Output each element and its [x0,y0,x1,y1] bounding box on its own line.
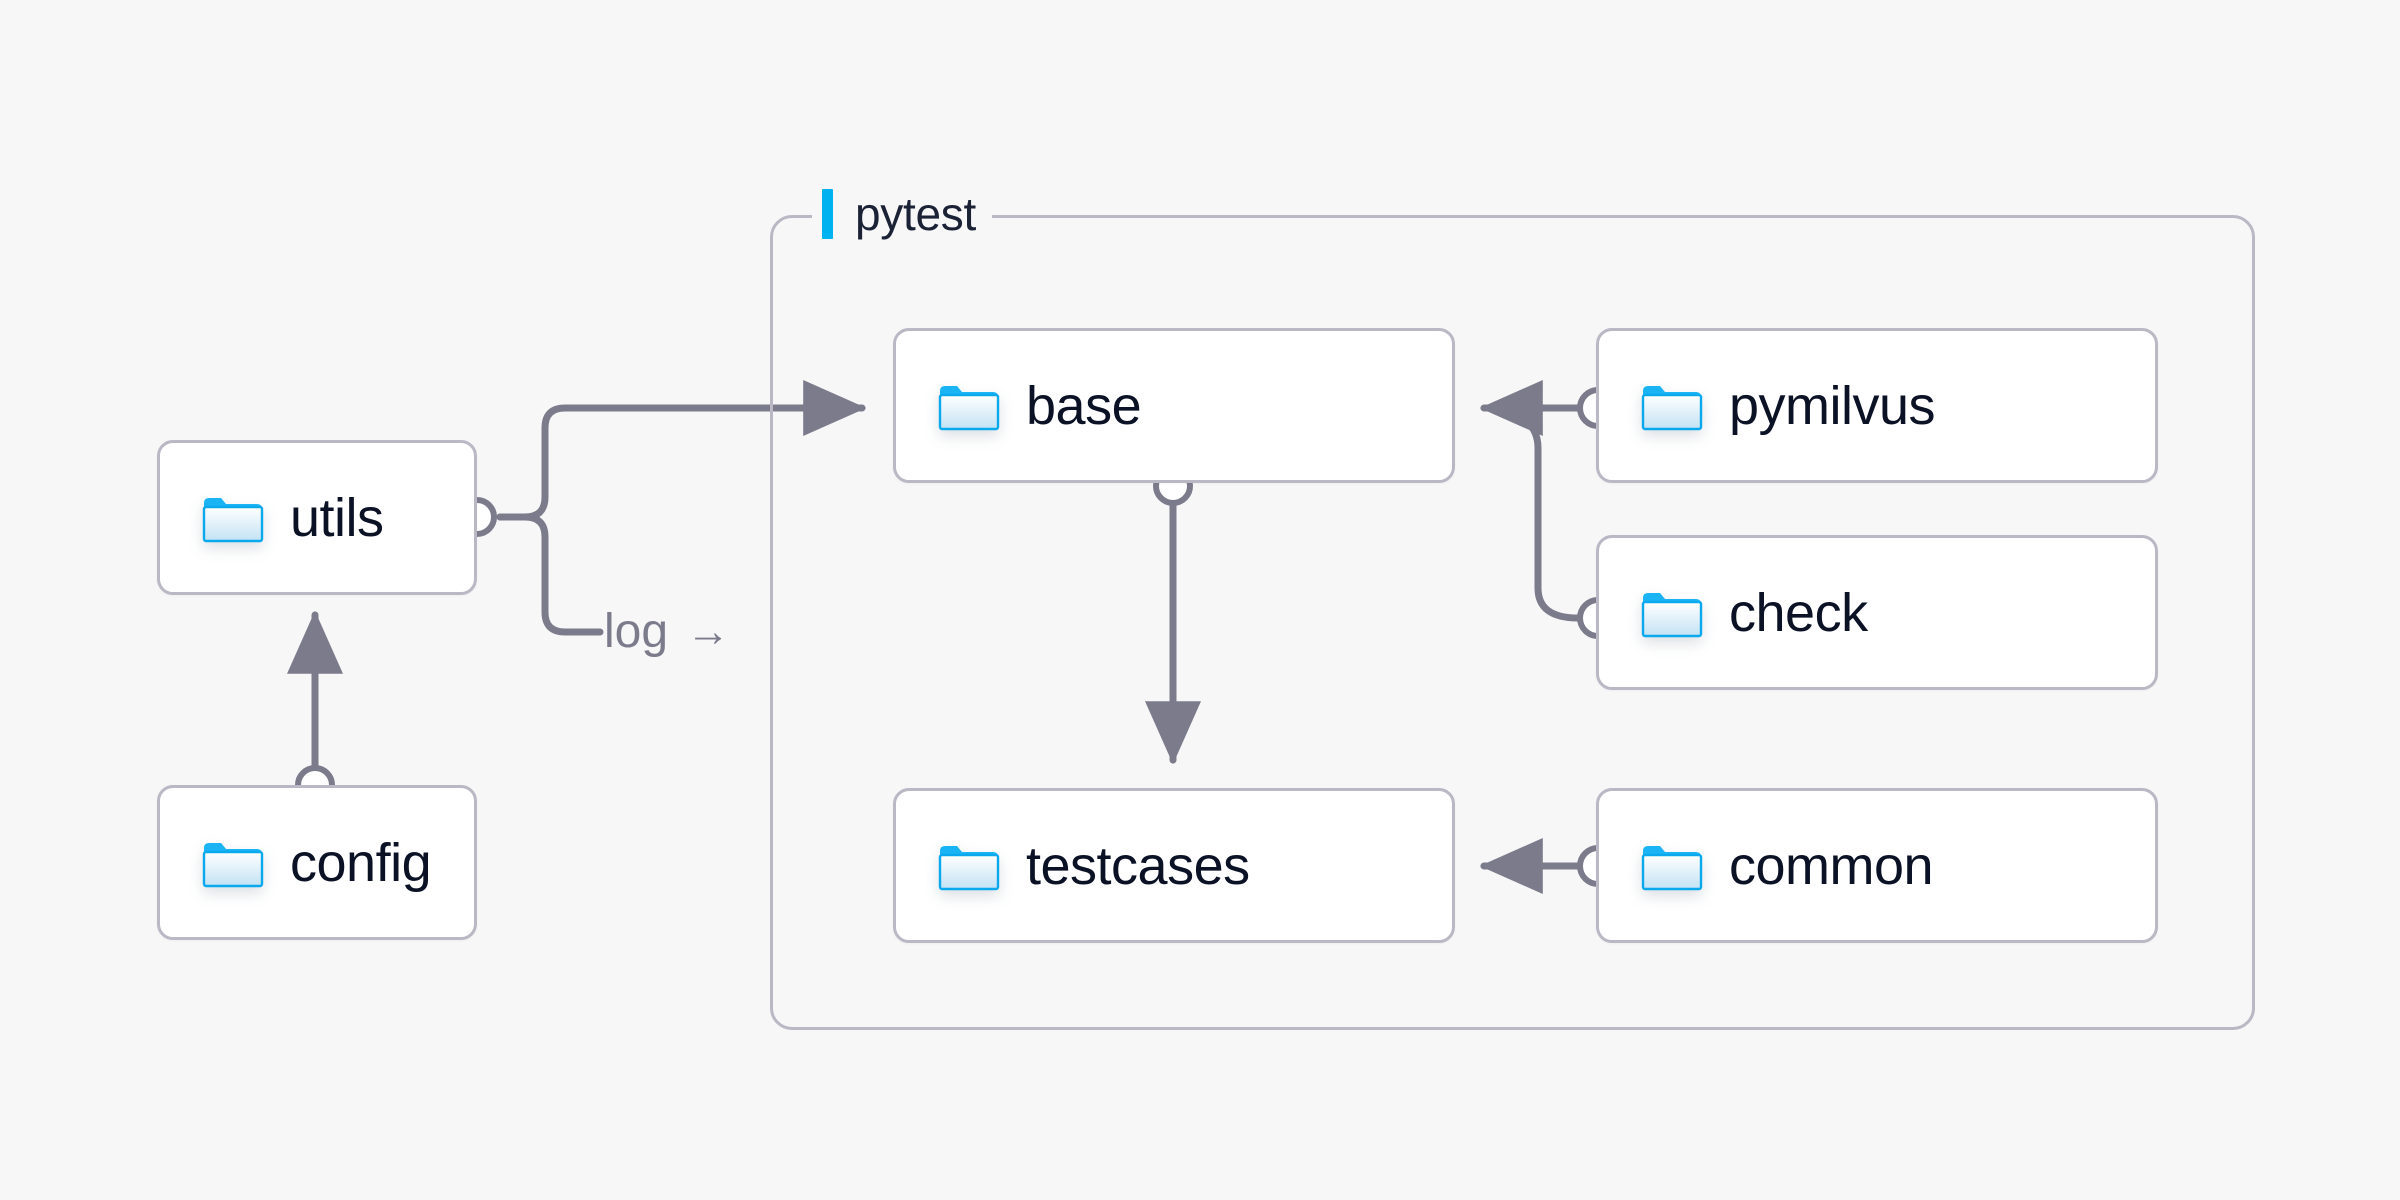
edge-label-log-text: log [604,605,669,658]
folder-icon [202,838,264,888]
node-label: config [290,832,432,893]
group-title-label: pytest [855,188,976,240]
node-check[interactable]: check [1596,535,2158,690]
node-common[interactable]: common [1596,788,2158,943]
edge-utils-to-log [496,513,604,636]
node-config[interactable]: config [157,785,477,940]
arrow-right-icon: → [686,607,731,656]
edge-check-to-base [1498,406,1582,622]
node-label: check [1729,582,1868,643]
node-base[interactable]: base [893,328,1455,483]
node-utils[interactable]: utils [157,440,477,595]
folder-icon [1641,841,1703,891]
node-label: utils [290,487,384,548]
folder-icon [938,381,1000,431]
folder-icon [1641,588,1703,638]
group-accent-bar [822,189,833,239]
node-label: common [1729,835,1934,896]
node-label: testcases [1026,835,1250,896]
node-label: pymilvus [1729,375,1936,436]
group-pytest[interactable] [770,215,2255,1030]
edge-label-log: log → [604,608,730,656]
folder-icon [1641,381,1703,431]
folder-icon [202,493,264,543]
node-testcases[interactable]: testcases [893,788,1455,943]
node-label: base [1026,375,1142,436]
group-pytest-title: pytest [812,185,992,243]
node-pymilvus[interactable]: pymilvus [1596,328,2158,483]
folder-icon [938,841,1000,891]
